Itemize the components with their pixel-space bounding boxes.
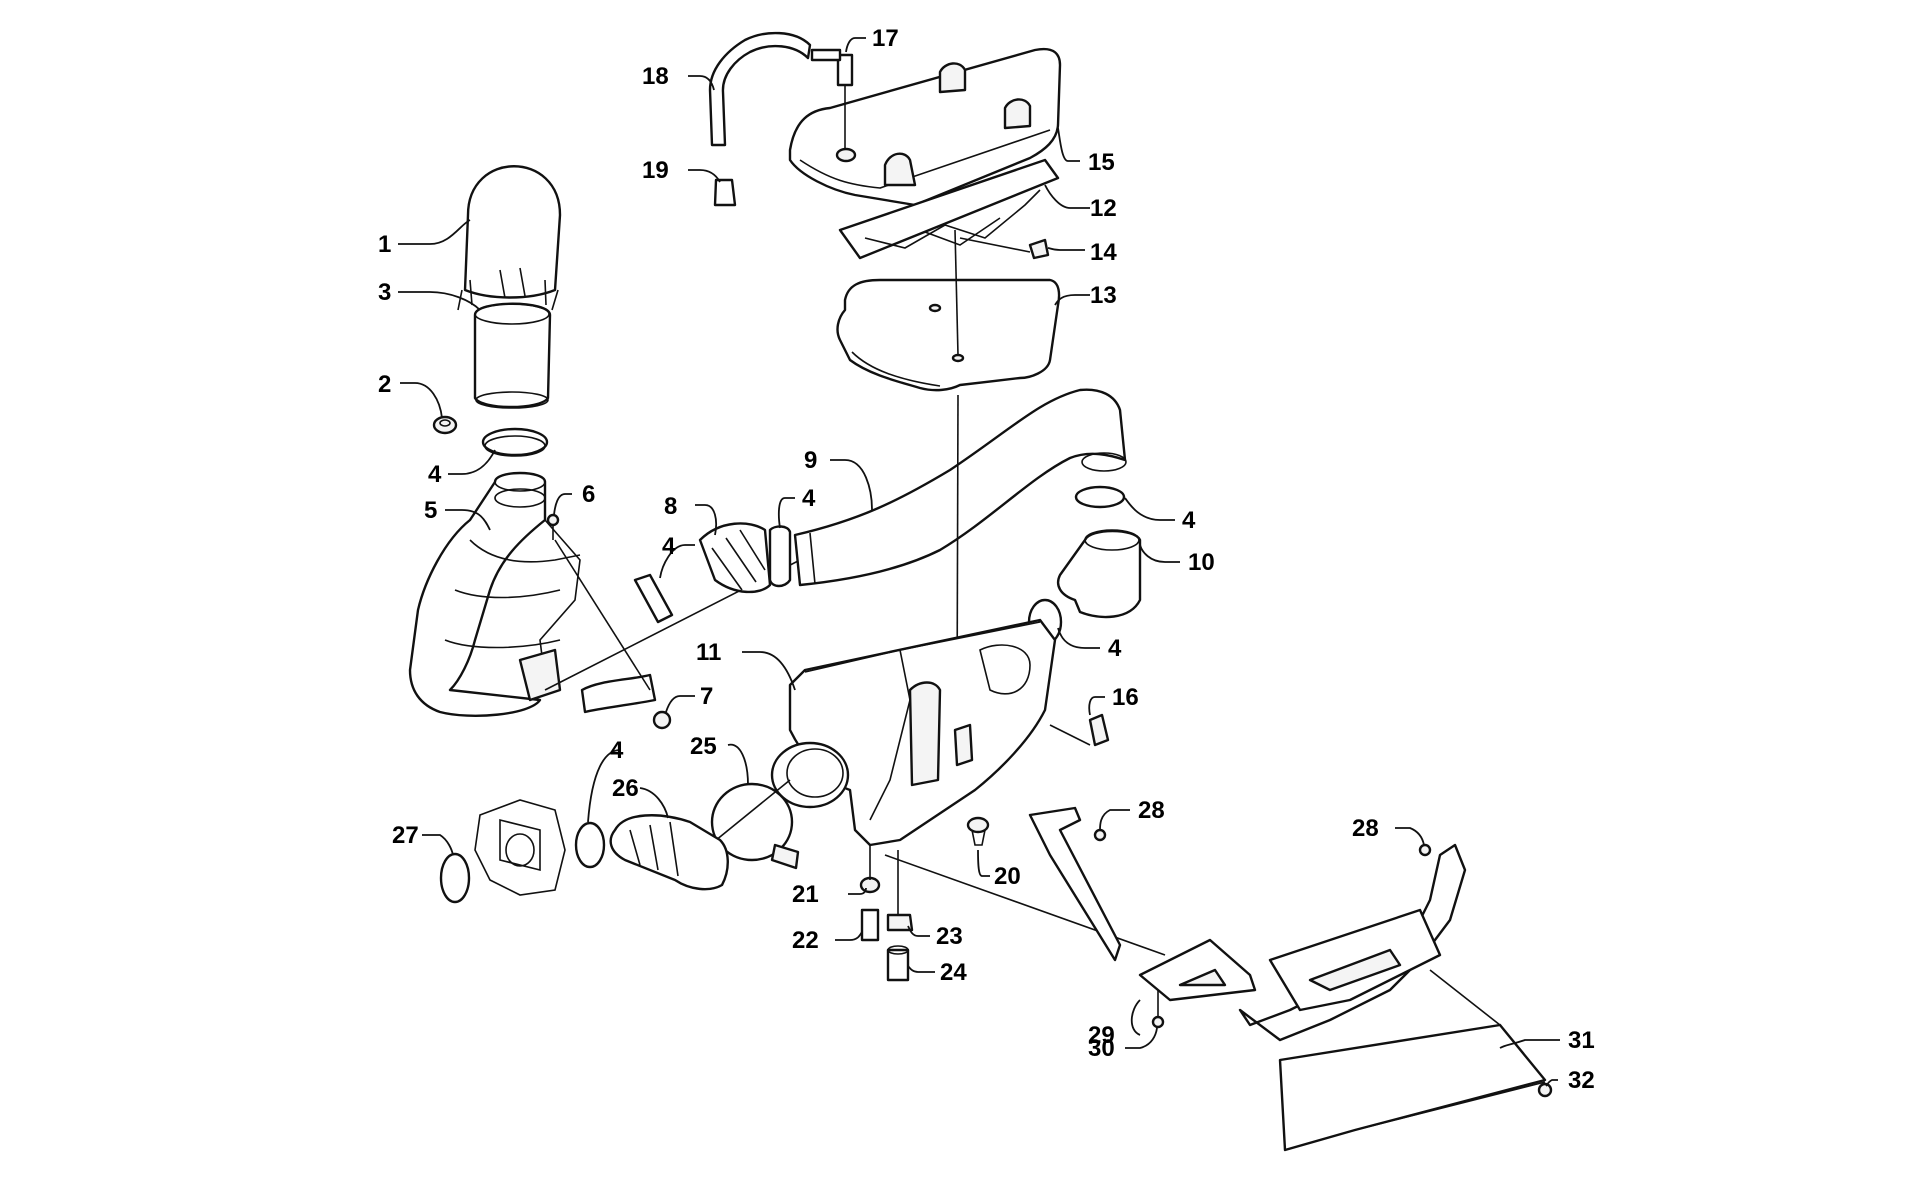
clamp-27 — [439, 852, 471, 904]
drain-22 — [860, 908, 880, 942]
airbox-throat — [770, 741, 850, 809]
gasket-12 — [838, 158, 1060, 260]
screw-32 — [1537, 1082, 1553, 1098]
callout-5: 5 — [424, 497, 437, 524]
drain-24 — [886, 945, 910, 982]
callout-24: 24 — [940, 959, 967, 986]
intake-tube-9 — [793, 388, 1127, 587]
callout-labels: 1 2 3 4 5 6 7 8 4 4 9 4 10 4 11 12 13 14… — [378, 25, 1595, 1094]
callout-28b: 28 — [1352, 815, 1379, 842]
filter-cover — [457, 165, 562, 311]
screw-28a — [1093, 828, 1107, 842]
callout-11: 11 — [696, 639, 721, 666]
callout-22: 22 — [792, 927, 819, 954]
callout-4a: 4 — [428, 461, 442, 488]
callout-4e: 4 — [1108, 635, 1122, 662]
callout-30: 30 — [1088, 1035, 1115, 1062]
callout-6: 6 — [582, 481, 595, 508]
airbox-lid-15 — [788, 47, 1062, 207]
screw-6 — [546, 513, 560, 540]
callout-20: 20 — [994, 863, 1021, 890]
wing-nut-14 — [1028, 238, 1050, 260]
callout-28a: 28 — [1138, 797, 1165, 824]
drain-21 — [859, 876, 881, 894]
callout-9: 9 — [804, 447, 817, 474]
clip-16 — [1088, 713, 1110, 747]
leader-lines — [398, 37, 1560, 1087]
callout-21: 21 — [792, 881, 819, 908]
shield-31 — [1278, 1023, 1547, 1152]
callout-23: 23 — [936, 923, 963, 950]
clamp-25 — [710, 782, 800, 870]
filter-plate-13 — [836, 278, 1061, 392]
grommet-20 — [966, 816, 990, 846]
fitting-17 — [810, 48, 854, 87]
clip-19 — [713, 178, 737, 207]
callout-10: 10 — [1188, 549, 1215, 576]
grommet — [432, 415, 458, 435]
clamp-4d — [1074, 485, 1126, 509]
callout-29: 29 — [1088, 1022, 1115, 1049]
callout-3: 3 — [378, 279, 391, 306]
throttle-body-27 — [474, 799, 566, 896]
clamp-4f — [574, 821, 606, 869]
screw-30 — [1151, 1015, 1165, 1029]
bracket-assembly — [1028, 806, 1467, 1042]
callout-1: 1 — [378, 231, 391, 258]
hose-18 — [708, 31, 812, 147]
boot-26 — [609, 814, 729, 891]
callout-4f: 4 — [610, 737, 624, 764]
callout-19: 19 — [642, 157, 669, 184]
filter-element — [473, 302, 552, 409]
callout-17: 17 — [872, 25, 899, 52]
clamp-upper-left — [481, 427, 549, 457]
callout-27: 27 — [392, 822, 419, 849]
callout-18: 18 — [642, 63, 669, 90]
clamp-mid-left — [633, 573, 674, 624]
callout-4d: 4 — [1182, 507, 1196, 534]
callout-14: 14 — [1090, 239, 1117, 266]
callout-31: 31 — [1568, 1027, 1595, 1054]
callout-8: 8 — [664, 493, 677, 520]
screw-28b — [1418, 843, 1432, 857]
intake-duct — [408, 471, 581, 717]
airbox-base-11 — [788, 618, 1057, 847]
callout-4b: 4 — [802, 485, 816, 512]
callout-12: 12 — [1090, 195, 1117, 222]
clamp-4b — [768, 525, 792, 588]
callout-2: 2 — [378, 371, 391, 398]
callout-32: 32 — [1568, 1067, 1595, 1094]
drain-23 — [886, 913, 914, 932]
callout-7: 7 — [700, 683, 713, 710]
callout-16: 16 — [1112, 684, 1139, 711]
bracket-7 — [580, 673, 672, 730]
callout-4c: 4 — [662, 533, 676, 560]
boot-8 — [698, 522, 772, 594]
callout-13: 13 — [1090, 282, 1117, 309]
elbow-10 — [1056, 529, 1142, 619]
callout-26: 26 — [612, 775, 639, 802]
callout-25: 25 — [690, 733, 717, 760]
callout-15: 15 — [1088, 149, 1115, 176]
